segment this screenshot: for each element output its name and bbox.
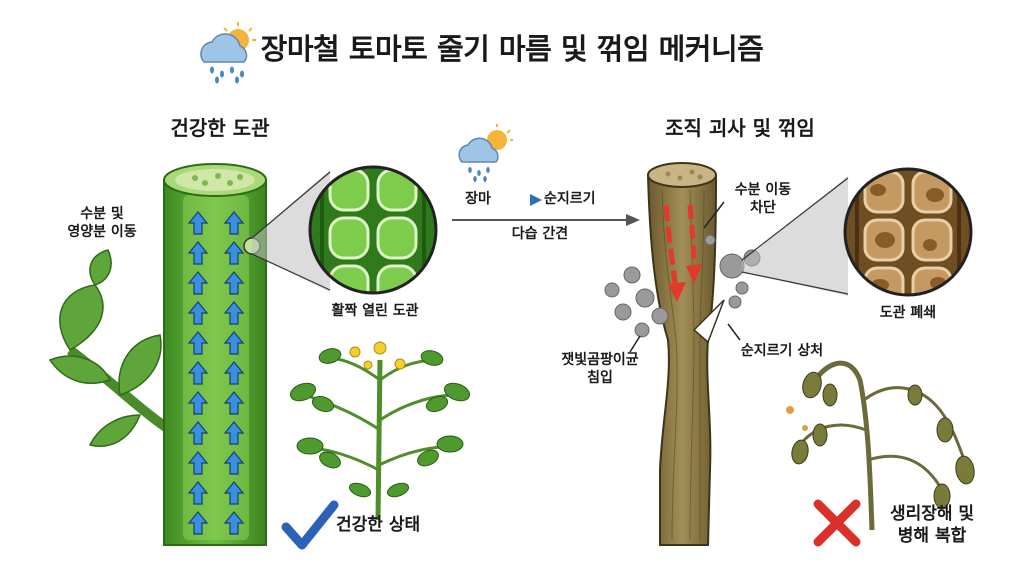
flow-arrow (187, 241, 209, 265)
fungus-label-line1: 잿빛곰팡이균 (561, 352, 639, 368)
process-arrow (452, 214, 640, 226)
wilted-tomato-plant (786, 360, 975, 531)
flow-arrow (223, 481, 245, 505)
flow-arrow (187, 421, 209, 445)
flow-arrow (223, 271, 245, 295)
zoom-blocked-vessels (843, 167, 973, 297)
pruning-label: 순지르기 (544, 191, 596, 207)
block-pointer (703, 201, 725, 229)
flow-arrow (187, 361, 209, 385)
zoom-connector-right (741, 176, 849, 296)
healthy-stem (163, 163, 267, 546)
flow-arrow (187, 211, 209, 235)
flow-arrow (187, 451, 209, 475)
check-icon (281, 500, 339, 550)
right-heading: 조직 괴사 및 꺾임 (665, 116, 815, 140)
flow-arrow (223, 301, 245, 325)
weather-cloud-icon (200, 22, 256, 84)
tomato-leaf-left (48, 249, 173, 447)
status-line1: 생리장해 및 (889, 504, 975, 524)
flow-arrow (187, 331, 209, 355)
blocked-flow-arrows (663, 204, 702, 302)
flow-arrow (223, 421, 245, 445)
zoom-connector-left (243, 170, 331, 292)
flow-label-line2: 영양분 이동 (67, 223, 137, 240)
flow-arrow (223, 361, 245, 385)
open-vessel-label: 활짝 열린 도관 (331, 303, 419, 319)
block-label-line1: 수분 이동 (734, 182, 792, 198)
flow-arrow (223, 391, 245, 415)
rain-label: 장마 (465, 191, 491, 207)
healthy-tomato-plant (289, 341, 471, 521)
block-label-line2: 차단 (750, 199, 776, 216)
flow-arrow (187, 301, 209, 325)
status-line2: 병해 복합 (897, 526, 967, 547)
flow-arrow (187, 511, 209, 535)
flow-arrow (187, 391, 209, 415)
wound-pointer (727, 323, 741, 341)
rain-to-pruning-arrow (500, 194, 542, 206)
page-title: 장마철 토마토 줄기 마름 및 꺾임 메커니즘 (260, 32, 764, 66)
flow-arrow (223, 211, 245, 235)
healthy-status-label: 건강한 상태 (336, 515, 421, 535)
left-heading: 건강한 도관 (170, 116, 270, 140)
water-flow-arrows (187, 211, 245, 535)
humid-interval-label: 다습 간견 (511, 226, 569, 242)
closed-vessel-label: 도관 폐쇄 (879, 305, 937, 321)
fungus-label: 잿빛곰팡이균 침입 (540, 352, 660, 387)
flow-arrow (187, 481, 209, 505)
flow-arrow (223, 241, 245, 265)
cross-icon (813, 499, 861, 547)
flow-arrow (187, 271, 209, 295)
flow-label-line1: 수분 및 (80, 206, 124, 222)
flow-arrow (223, 331, 245, 355)
flow-label: 수분 및 영양분 이동 (52, 206, 152, 241)
flow-arrow (223, 451, 245, 475)
rain-cloud-icon (458, 124, 513, 182)
block-label: 수분 이동 차단 (718, 182, 808, 217)
flow-arrow (223, 511, 245, 535)
wound-label: 순지르기 상처 (740, 343, 824, 359)
fungus-label-line2: 침입 (587, 369, 613, 386)
fungus-pointer (629, 335, 641, 353)
complex-damage-label: 생리장해 및 병해 복합 (872, 503, 992, 547)
